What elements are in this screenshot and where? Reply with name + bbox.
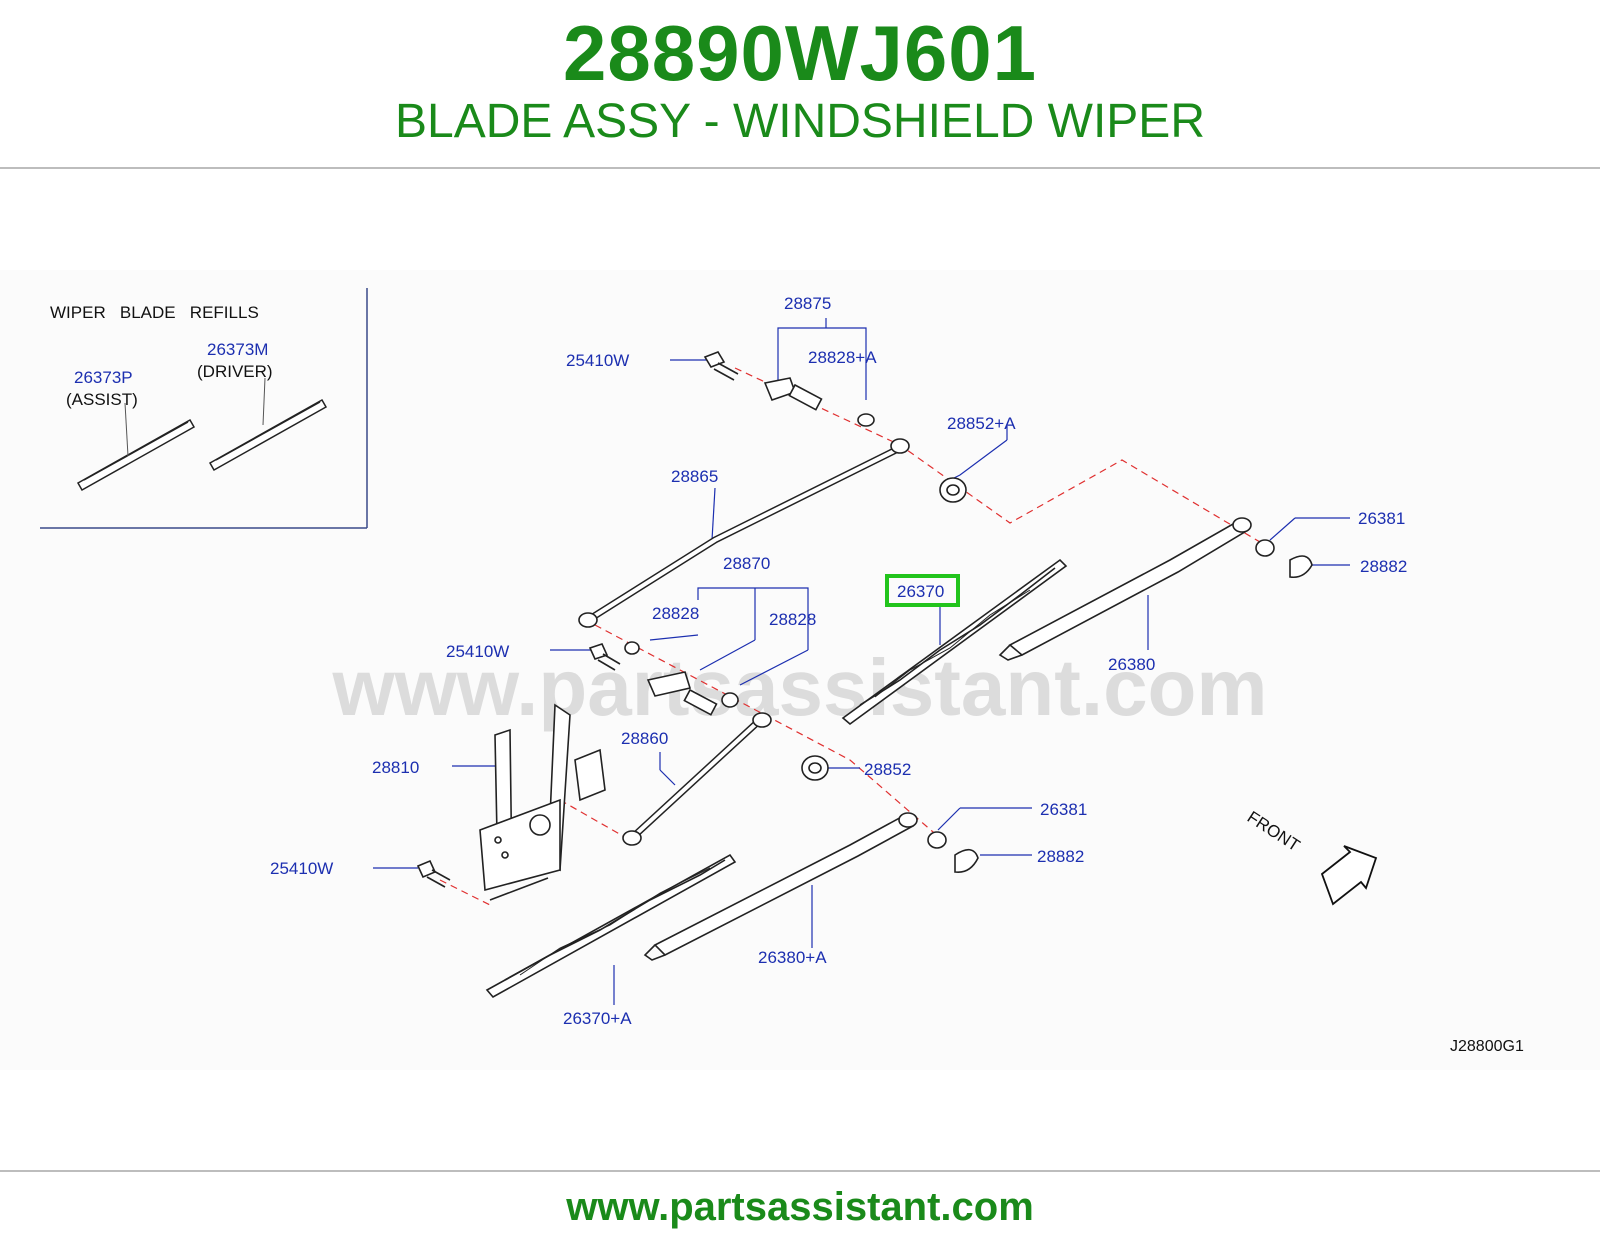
diagram-code: J28800G1 (1450, 1038, 1524, 1055)
callout-28870[interactable]: 28870 (723, 554, 770, 573)
bolt-middle (588, 643, 621, 671)
refills-heading: WIPER BLADE REFILLS (50, 303, 259, 322)
callout-26373m[interactable]: 26373M (207, 340, 268, 359)
callout-28852a[interactable]: 28852+A (947, 414, 1016, 433)
callout-26381-bottom[interactable]: 26381 (1040, 800, 1087, 819)
parts-diagram: www.partsassistant.com WIPER BLADE REFIL… (0, 170, 1600, 1170)
callout-26381-top[interactable]: 26381 (1358, 509, 1405, 528)
wiper-linkage-art (416, 351, 1313, 999)
front-arrow-icon (1320, 845, 1378, 906)
callout-28852[interactable]: 28852 (864, 760, 911, 779)
assembly-axis-lines (439, 367, 1266, 906)
footer-website-link[interactable]: www.partsassistant.com (566, 1185, 1034, 1229)
wiper-arm-left (643, 812, 918, 961)
driver-label: (DRIVER) (197, 362, 273, 381)
cap-top (1289, 555, 1313, 579)
cap-bottom (954, 848, 979, 874)
callout-28828-right[interactable]: 28828 (769, 610, 816, 629)
callout-26370[interactable]: 26370 (897, 582, 944, 601)
pivot-center (624, 641, 739, 716)
part-number-title: 28890WJ601 (562, 9, 1038, 97)
header-divider (0, 167, 1600, 169)
callout-28860[interactable]: 28860 (621, 729, 668, 748)
callout-labels: 28875 25410W 28828+A 28852+A 28865 26381… (270, 294, 1407, 1028)
callout-28810[interactable]: 28810 (372, 758, 419, 777)
callout-28882-top[interactable]: 28882 (1360, 557, 1407, 576)
callout-26380[interactable]: 26380 (1108, 655, 1155, 674)
wiper-blade-left (485, 853, 737, 999)
callout-26380a[interactable]: 26380+A (758, 948, 827, 967)
diagram-background (0, 270, 1600, 1070)
callout-25410w-bottom[interactable]: 25410W (270, 859, 333, 878)
assist-label: (ASSIST) (66, 390, 138, 409)
callout-28882-bottom[interactable]: 28882 (1037, 847, 1084, 866)
refill-strip-assist (76, 418, 196, 492)
refill-strip-driver (208, 398, 328, 472)
page-header: 28890WJ601 BLADE ASSY - WINDSHIELD WIPER (0, 0, 1600, 170)
nut-top (1255, 539, 1275, 557)
watermark-text: www.partsassistant.com (331, 643, 1267, 732)
parts-diagram-svg: www.partsassistant.com WIPER BLADE REFIL… (0, 270, 1600, 1070)
callout-25410w-middle[interactable]: 25410W (446, 642, 509, 661)
callout-26370a[interactable]: 26370+A (563, 1009, 632, 1028)
callout-25410w-top[interactable]: 25410W (566, 351, 629, 370)
callout-28828-left[interactable]: 28828 (652, 604, 699, 623)
link-rod-28865 (578, 438, 910, 628)
wiper-arm-right (998, 517, 1252, 661)
motor-bracket-28810 (479, 703, 606, 901)
highlight-box-26370 (885, 574, 960, 607)
callout-28875[interactable]: 28875 (784, 294, 831, 313)
callout-26373p[interactable]: 26373P (74, 368, 133, 387)
bolt-top (703, 351, 739, 381)
part-description-title: BLADE ASSY - WINDSHIELD WIPER (395, 95, 1205, 148)
bolt-bottom (416, 859, 451, 888)
nut-bottom (927, 831, 947, 849)
callout-28865[interactable]: 28865 (671, 467, 718, 486)
callout-28828a[interactable]: 28828+A (808, 348, 877, 367)
wiper-blade-26370 (841, 558, 1068, 726)
pivot-top (763, 377, 875, 427)
refills-inset: WIPER BLADE REFILLS 26373P (ASSIST) 2637… (40, 288, 368, 529)
link-rod-28860 (622, 712, 772, 846)
footer-divider (0, 1170, 1600, 1172)
